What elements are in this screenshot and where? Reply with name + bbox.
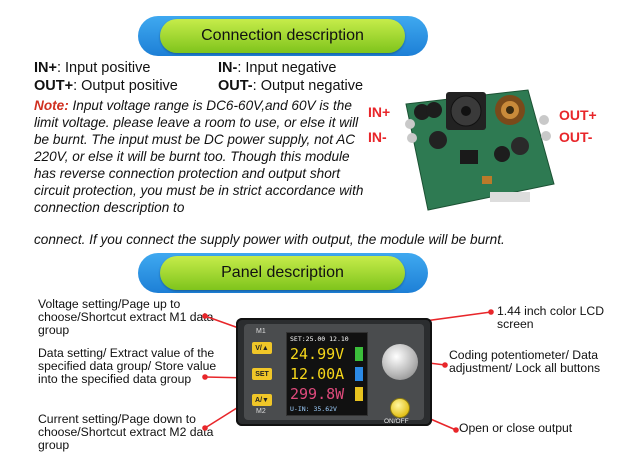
m1-label: M1 xyxy=(256,328,266,335)
lcd-screen-label: 1.44 inch color LCD screen xyxy=(497,304,605,331)
status-icon xyxy=(355,367,363,381)
in-plus-desc: : Input positive xyxy=(56,60,151,76)
legend-row-2b: OUT-: Output negative xyxy=(218,78,363,95)
m2-label: M2 xyxy=(256,408,266,415)
on-off-label: Open or close output xyxy=(459,421,573,435)
current-down-button[interactable]: A/▼ xyxy=(252,394,272,406)
warning-note: Note: Input voltage range is DC6-60V,and… xyxy=(34,97,366,216)
board-out-plus: OUT+ xyxy=(559,107,597,123)
power-module-board-image xyxy=(405,89,555,211)
note-text: Input voltage range is DC6-60V,and 60V i… xyxy=(34,98,364,215)
voltage-up-button[interactable]: V/▲ xyxy=(252,342,272,354)
coding-potentiometer-knob[interactable] xyxy=(382,344,418,380)
board-in-plus: IN+ xyxy=(368,104,391,120)
lock-icon xyxy=(355,387,363,401)
panel-banner: Panel description xyxy=(160,256,405,290)
set-button[interactable]: SET xyxy=(252,368,272,380)
data-setting-label: Data setting/ Extract value of the speci… xyxy=(38,346,217,386)
connection-heading: Connection description xyxy=(201,27,364,44)
battery-icon xyxy=(355,347,363,361)
lcd-current: 12.00A xyxy=(290,365,345,383)
lcd-screen: SET:25.00 12.10 24.99V 12.00A 299.8W U-I… xyxy=(286,332,368,416)
out-minus-desc: : Output negative xyxy=(252,78,364,94)
out-plus-key: OUT+ xyxy=(34,78,74,94)
lcd-power: 299.8W xyxy=(290,385,345,403)
in-minus-key: IN- xyxy=(218,60,238,76)
note-last-line: connect. If you connect the supply power… xyxy=(34,232,505,247)
on-off-button[interactable] xyxy=(390,398,410,418)
panel-heading: Panel description xyxy=(221,264,344,281)
board-out-minus: OUT- xyxy=(559,129,593,145)
on-off-text: ON/OFF xyxy=(384,418,409,425)
board-in-minus: IN- xyxy=(368,129,387,145)
panel-face: M1 V/▲ SET A/▼ M2 SET:25.00 12.10 24.99V… xyxy=(244,324,424,425)
connection-banner: Connection description xyxy=(160,19,405,53)
legend-row-1b: IN-: Input negative xyxy=(218,60,337,77)
out-minus-key: OUT- xyxy=(218,78,253,94)
coding-potentiometer-label: Coding potentiometer/ Data adjustment/ L… xyxy=(449,348,601,375)
legend-row-1: IN+: Input positive xyxy=(34,60,150,77)
voltage-setting-label: Voltage setting/Page up to choose/Shortc… xyxy=(38,297,214,337)
legend-row-2: OUT+: Output positive xyxy=(34,78,178,95)
lcd-input-voltage: U-IN: 35.62V xyxy=(290,405,337,413)
note-label: Note: xyxy=(34,98,69,113)
out-plus-desc: : Output positive xyxy=(73,78,178,94)
lcd-set-row: SET:25.00 12.10 xyxy=(290,335,349,343)
in-plus-key: IN+ xyxy=(34,60,57,76)
control-panel-module: M1 V/▲ SET A/▼ M2 SET:25.00 12.10 24.99V… xyxy=(236,318,432,426)
in-minus-desc: : Input negative xyxy=(237,60,337,76)
lcd-voltage: 24.99V xyxy=(290,345,345,363)
current-setting-label: Current setting/Page down to choose/Shor… xyxy=(38,412,214,452)
